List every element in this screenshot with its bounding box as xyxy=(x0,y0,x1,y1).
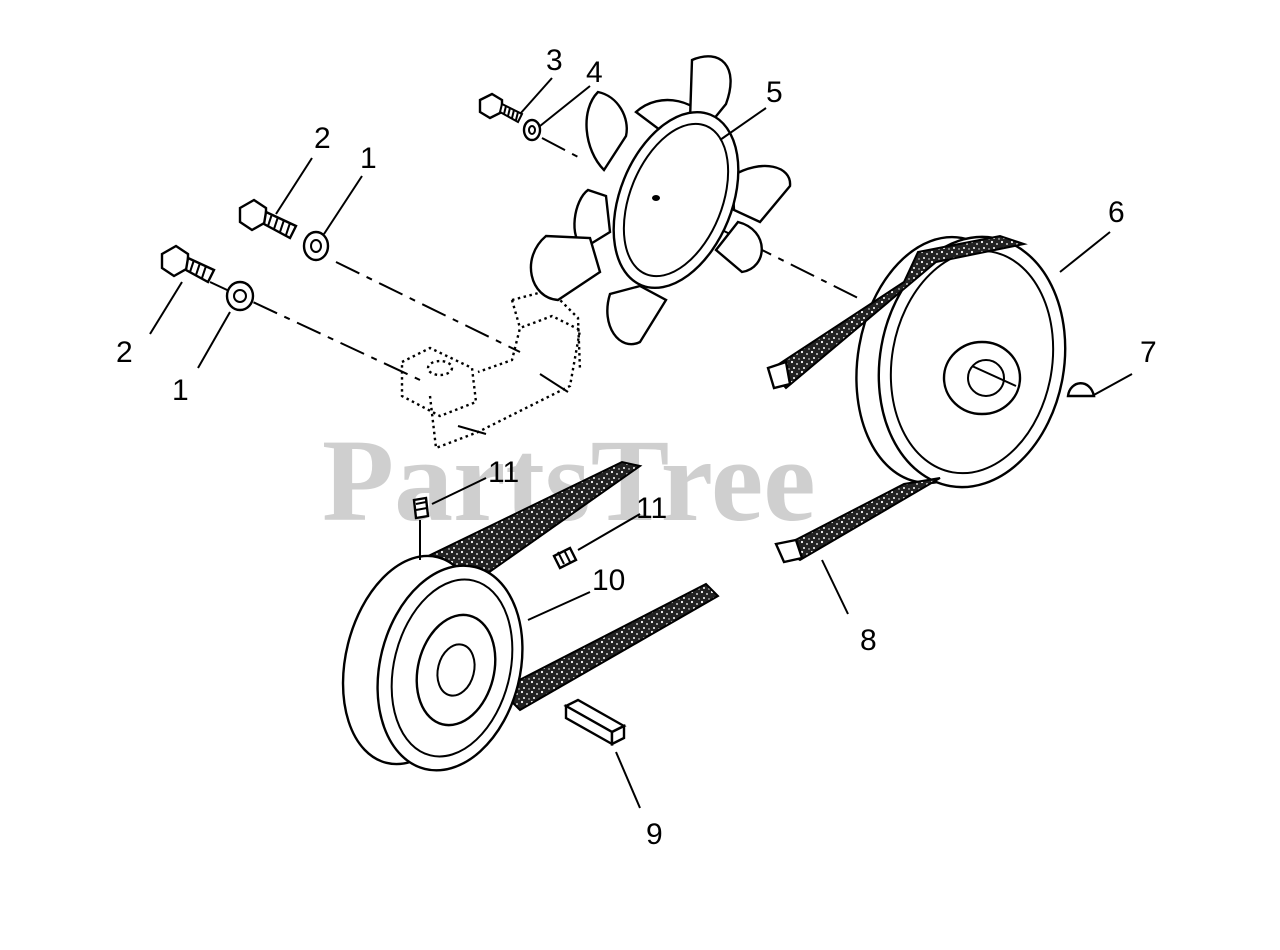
hex-bolt-icon xyxy=(160,244,216,284)
callout-9: 9 xyxy=(646,818,663,851)
callout-11-upper: 11 xyxy=(488,456,519,489)
callout-2-lower: 2 xyxy=(116,336,133,369)
hex-bolt-icon xyxy=(478,92,524,124)
square-key-icon xyxy=(563,698,627,747)
set-screw-icon xyxy=(412,496,430,520)
v-belt-icon xyxy=(766,234,1028,564)
bracket-part xyxy=(400,288,582,450)
woodruff-key-icon xyxy=(1066,382,1096,398)
callout-1-lower: 1 xyxy=(172,374,189,407)
pulley-icon xyxy=(341,554,524,772)
fan-icon xyxy=(529,55,792,346)
callouts: 2 1 2 1 3 4 5 6 7 8 9 10 11 11 xyxy=(116,44,1157,851)
hex-bolt-icon xyxy=(238,198,298,240)
callout-6: 6 xyxy=(1108,196,1125,229)
callout-8: 8 xyxy=(860,624,877,657)
callout-11-lower: 11 xyxy=(636,492,667,525)
washer-icon xyxy=(225,280,255,312)
callout-5: 5 xyxy=(766,76,783,109)
callout-4: 4 xyxy=(586,56,603,89)
callout-3: 3 xyxy=(546,44,563,77)
watermark-text: PartsTree xyxy=(322,415,816,546)
callout-2-upper: 2 xyxy=(314,122,331,155)
set-screw-icon xyxy=(552,546,578,570)
lock-washer-icon xyxy=(522,118,542,142)
callout-10: 10 xyxy=(592,564,625,597)
leader-lines xyxy=(149,77,1133,809)
pulley-icon xyxy=(855,235,1067,489)
washer-icon xyxy=(302,230,330,262)
callout-7: 7 xyxy=(1140,336,1157,369)
callout-1-upper: 1 xyxy=(360,142,377,175)
watermark: PartsTree TM xyxy=(322,415,948,546)
